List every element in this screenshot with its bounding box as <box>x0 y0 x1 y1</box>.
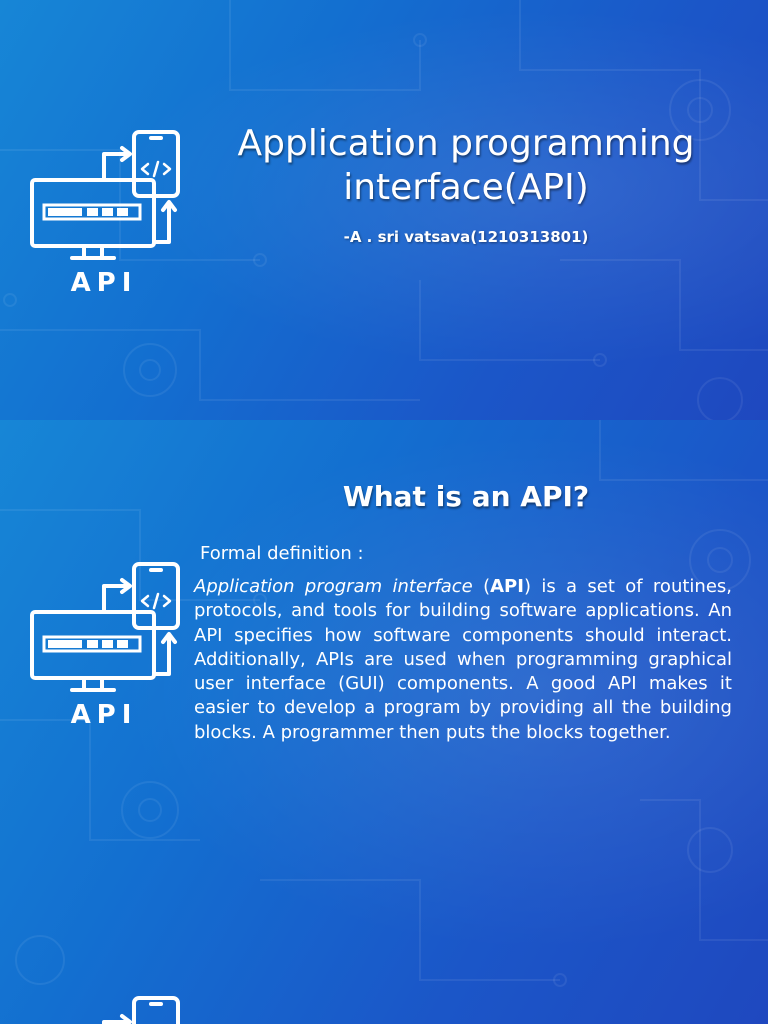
api-devices-icon: API <box>24 560 192 740</box>
slide-heading: What is an API? <box>342 480 590 513</box>
api-devices-icon: API <box>24 128 192 308</box>
api-devices-icon <box>102 996 180 1024</box>
definition-slide: What is an API? API <box>0 420 768 1024</box>
definition-paragraph: Application program interface (API) is a… <box>194 575 732 745</box>
title-slide: API Application programming interface(AP… <box>0 0 768 420</box>
author-subtitle: -A . sri vatsava(1210313801) <box>343 228 589 246</box>
circuit-background <box>0 420 768 987</box>
slide-title: Application programming interface(API) <box>200 122 732 210</box>
definition-label: Formal definition : <box>200 543 364 564</box>
paren-open: ( <box>472 576 491 597</box>
api-label: API <box>70 700 138 730</box>
title-line-1: Application programming <box>237 123 695 164</box>
api-term: Application program interface <box>194 576 473 597</box>
api-abbreviation: API <box>490 576 524 597</box>
title-line-2: interface(API) <box>343 167 589 208</box>
definition-text: ) is a set of routines, protocols, and t… <box>194 576 732 743</box>
api-label: API <box>70 268 138 298</box>
circuit-background <box>0 0 768 420</box>
